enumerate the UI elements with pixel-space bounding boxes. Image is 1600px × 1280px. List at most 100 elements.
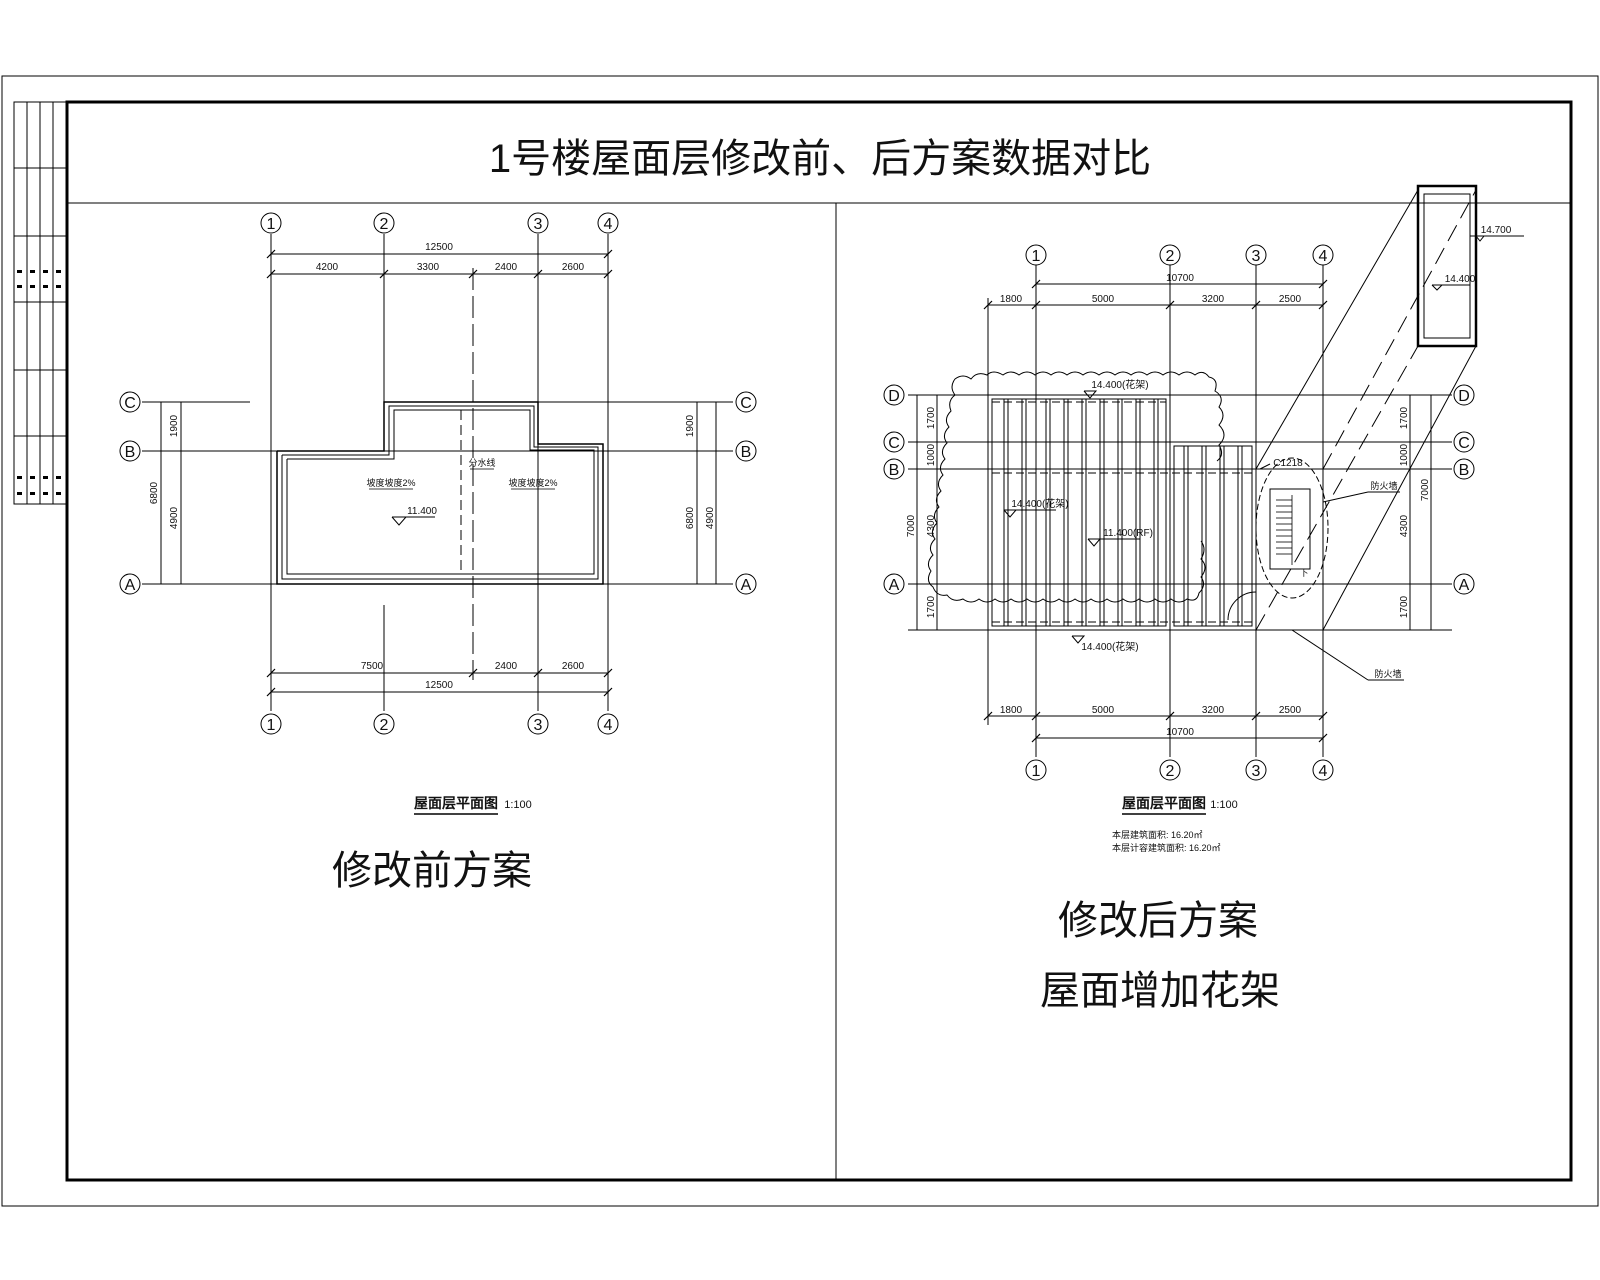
svg-text:C: C: [124, 395, 136, 412]
svg-text:A: A: [125, 577, 136, 594]
svg-text:4900: 4900: [169, 506, 180, 529]
svg-text:1000: 1000: [1399, 443, 1410, 466]
svg-text:4: 4: [1319, 248, 1328, 265]
svg-text:6800: 6800: [685, 506, 696, 529]
left-plan: [142, 234, 733, 711]
svg-text:7500: 7500: [361, 661, 384, 672]
svg-text:1900: 1900: [169, 414, 180, 437]
svg-text:3: 3: [534, 216, 543, 233]
svg-text:3200: 3200: [1202, 294, 1225, 305]
svg-text:4900: 4900: [705, 506, 716, 529]
svg-text:2: 2: [380, 717, 389, 734]
left-annotations: 坡度坡度2% 坡度坡度2% 分水线 11.400 屋面层平面图 1:100 修改…: [332, 457, 558, 893]
right-dim-ticks: [983, 279, 1328, 743]
left-dim-ticks: [266, 249, 613, 697]
svg-text:C: C: [740, 395, 752, 412]
svg-text:3200: 3200: [1202, 705, 1225, 716]
svg-text:C: C: [1458, 435, 1470, 452]
svg-text:4: 4: [1319, 763, 1328, 780]
svg-text:1:100: 1:100: [504, 799, 532, 811]
svg-text:1700: 1700: [1399, 406, 1410, 429]
drawing-frame: [65, 100, 1573, 1182]
right-grid-labels: 1 2 3 4 1 2 3 4 D C B A D C B A: [888, 248, 1470, 780]
svg-text:14.400: 14.400: [1445, 274, 1476, 285]
svg-text:2400: 2400: [495, 661, 518, 672]
svg-text:12500: 12500: [425, 680, 453, 691]
right-plan: [908, 189, 1477, 757]
svg-text:D: D: [1458, 388, 1470, 405]
svg-text:14.400(花架): 14.400(花架): [1011, 497, 1068, 510]
svg-text:C1218: C1218: [1273, 458, 1303, 469]
svg-text:2600: 2600: [562, 262, 585, 273]
svg-text:屋面层平面图: 屋面层平面图: [414, 795, 498, 811]
svg-text:A: A: [1459, 577, 1470, 594]
svg-text:坡度坡度2%: 坡度坡度2%: [366, 477, 415, 488]
left-scheme-label: 修改前方案: [332, 849, 532, 893]
svg-text:B: B: [889, 462, 900, 479]
svg-text:2: 2: [1166, 763, 1175, 780]
right-dimension-text: 10700 1800 5000 3200 2500 1800 5000 3200…: [906, 273, 1431, 738]
svg-text:1000: 1000: [926, 443, 937, 466]
svg-text:3: 3: [1252, 248, 1261, 265]
svg-text:4300: 4300: [926, 514, 937, 537]
right-scheme-label-2: 屋面增加花架: [1040, 969, 1280, 1013]
svg-text:1700: 1700: [926, 406, 937, 429]
sheet-title: 1号楼屋面层修改前、后方案数据对比: [489, 137, 1151, 181]
svg-text:14.700: 14.700: [1481, 225, 1512, 236]
svg-text:1900: 1900: [685, 414, 696, 437]
right-annotations: 14.400(花架) 14.400(花架) 11.400(RF) 14.400(…: [1011, 225, 1511, 1013]
svg-text:10700: 10700: [1166, 273, 1194, 284]
svg-text:C: C: [888, 435, 900, 452]
svg-text:2: 2: [380, 216, 389, 233]
svg-text:1800: 1800: [1000, 705, 1023, 716]
svg-text:1700: 1700: [926, 595, 937, 618]
paper-border: [1, 75, 1599, 1207]
left-grid-bubbles: [119, 212, 757, 735]
svg-text:3300: 3300: [417, 262, 440, 273]
title-block-strip: [13, 101, 68, 505]
left-grid-labels: 1 2 3 4 1 2 3 4 C B A C B A: [124, 216, 752, 734]
svg-text:3: 3: [534, 717, 543, 734]
svg-text:1700: 1700: [1399, 595, 1410, 618]
svg-text:防火墙: 防火墙: [1370, 480, 1397, 491]
svg-text:10700: 10700: [1166, 727, 1194, 738]
svg-text:5000: 5000: [1092, 294, 1115, 305]
svg-text:屋面层平面图: 屋面层平面图: [1122, 795, 1206, 811]
svg-text:B: B: [1459, 462, 1470, 479]
svg-text:下: 下: [1299, 568, 1308, 578]
svg-text:4: 4: [604, 717, 613, 734]
svg-text:6800: 6800: [149, 481, 160, 504]
svg-text:1: 1: [1032, 248, 1041, 265]
svg-text:1: 1: [267, 717, 276, 734]
svg-text:1800: 1800: [1000, 294, 1023, 305]
svg-text:分水线: 分水线: [468, 457, 495, 468]
svg-text:2: 2: [1166, 248, 1175, 265]
svg-text:2600: 2600: [562, 661, 585, 672]
svg-text:2400: 2400: [495, 262, 518, 273]
pergola-detail: [1416, 184, 1524, 348]
svg-text:3: 3: [1252, 763, 1261, 780]
svg-text:1: 1: [267, 216, 276, 233]
svg-text:A: A: [889, 577, 900, 594]
svg-text:4: 4: [604, 216, 613, 233]
left-dimension-text: 12500 4200 3300 2400 2600 7500 2400 2600…: [149, 242, 716, 691]
svg-text:4300: 4300: [1399, 514, 1410, 537]
svg-text:B: B: [125, 444, 136, 461]
svg-text:14.400(花架): 14.400(花架): [1081, 640, 1138, 653]
svg-text:4200: 4200: [316, 262, 339, 273]
svg-text:7000: 7000: [906, 514, 917, 537]
svg-text:11.400(RF): 11.400(RF): [1103, 528, 1153, 539]
svg-text:1: 1: [1032, 763, 1041, 780]
svg-text:5000: 5000: [1092, 705, 1115, 716]
svg-text:2500: 2500: [1279, 705, 1302, 716]
svg-text:A: A: [741, 577, 752, 594]
svg-text:14.400(花架): 14.400(花架): [1091, 378, 1148, 391]
svg-text:本层计容建筑面积: 16.20㎡: 本层计容建筑面积: 16.20㎡: [1112, 842, 1221, 853]
svg-text:坡度坡度2%: 坡度坡度2%: [508, 477, 557, 488]
svg-text:2500: 2500: [1279, 294, 1302, 305]
svg-text:11.400: 11.400: [407, 506, 437, 517]
svg-text:12500: 12500: [425, 242, 453, 253]
svg-text:D: D: [888, 388, 900, 405]
svg-text:7000: 7000: [1420, 478, 1431, 501]
